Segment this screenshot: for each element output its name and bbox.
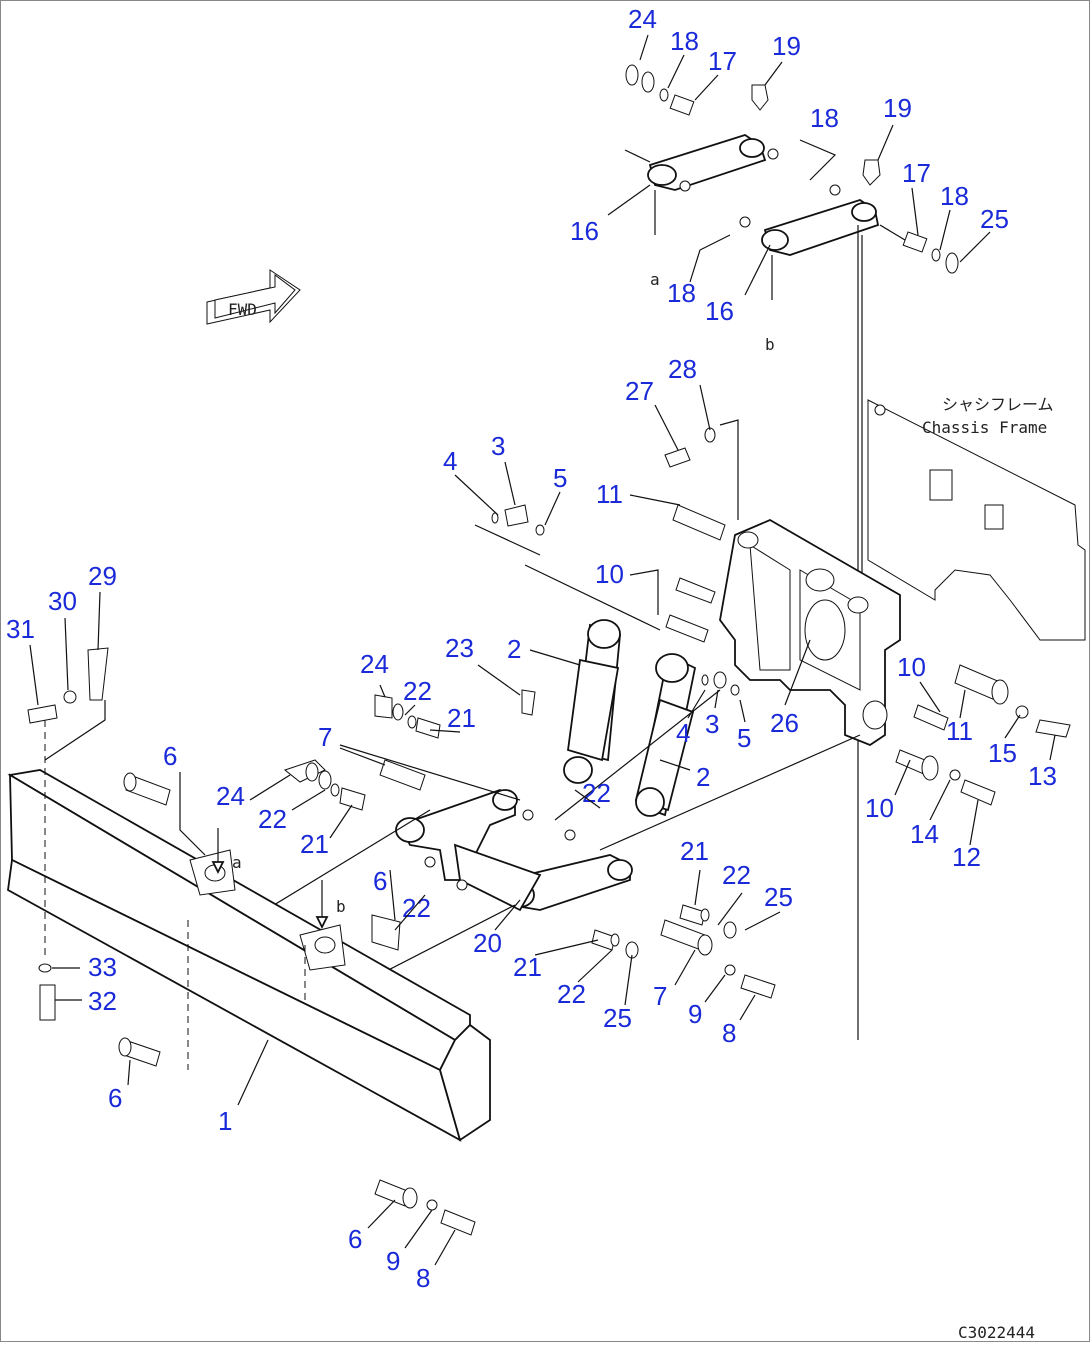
callout-22: 22: [722, 860, 751, 890]
callout-21: 21: [680, 836, 709, 866]
chassis-frame-jp-label: シャシフレーム: [942, 395, 1054, 414]
callout-25: 25: [603, 1003, 632, 1033]
callout-18: 18: [940, 181, 969, 211]
ref-a-bottom: a: [232, 853, 242, 872]
callout-6: 6: [108, 1083, 122, 1113]
callout-27: 27: [625, 376, 654, 406]
upper-link-assembly: [624, 134, 906, 300]
callout-numbers: 24 18 17 19 18 19 17 18 25 16 18 16 27 2…: [6, 4, 1057, 1293]
callout-leaders: [29, 34, 1056, 1266]
yoke-small-parts: [283, 689, 776, 999]
callout-8: 8: [416, 1263, 430, 1293]
callout-20: 20: [473, 928, 502, 958]
callout-2: 2: [696, 762, 710, 792]
callout-23: 23: [445, 633, 474, 663]
callout-18: 18: [670, 26, 699, 56]
callout-6: 6: [348, 1224, 362, 1254]
callout-19: 19: [883, 93, 912, 123]
callout-28: 28: [668, 354, 697, 384]
callout-24: 24: [360, 649, 389, 679]
blade-pins: [118, 772, 476, 1236]
callout-10: 10: [897, 652, 926, 682]
callout-6: 6: [373, 866, 387, 896]
callout-11: 11: [946, 716, 973, 746]
drawing-code: C3022444: [958, 1323, 1035, 1342]
callout-31: 31: [6, 614, 35, 644]
chassis-frame: シャシフレーム Chassis Frame: [867, 395, 1086, 641]
callout-4: 4: [443, 446, 457, 476]
callout-7: 7: [318, 722, 332, 752]
callout-9: 9: [688, 999, 702, 1029]
callout-10: 10: [595, 559, 624, 589]
callout-22: 22: [582, 778, 611, 808]
callout-30: 30: [48, 586, 77, 616]
callout-3: 3: [491, 431, 505, 461]
callout-25: 25: [764, 882, 793, 912]
callout-16: 16: [705, 296, 734, 326]
callout-12: 12: [952, 842, 981, 872]
lower-yoke: [395, 789, 633, 912]
chassis-frame-en-label: Chassis Frame: [922, 418, 1047, 437]
callout-1: 1: [218, 1106, 232, 1136]
ref-b-bottom: b: [336, 897, 346, 916]
mounting-bracket: [719, 518, 901, 747]
callout-15: 15: [988, 738, 1017, 768]
callout-6: 6: [163, 741, 177, 771]
callout-2: 2: [507, 634, 521, 664]
callout-11: 11: [596, 479, 623, 509]
callout-8: 8: [722, 1018, 736, 1048]
callout-21: 21: [447, 703, 476, 733]
callout-14: 14: [910, 819, 939, 849]
ref-b-top: b: [765, 335, 775, 354]
callout-32: 32: [88, 986, 117, 1016]
callout-5: 5: [737, 723, 751, 753]
callout-17: 17: [708, 46, 737, 76]
callout-22: 22: [258, 804, 287, 834]
callout-17: 17: [902, 158, 931, 188]
left-small-parts: [27, 647, 109, 1021]
ref-a-top: a: [650, 270, 660, 289]
callout-9: 9: [386, 1246, 400, 1276]
callout-33: 33: [88, 952, 117, 982]
callout-19: 19: [772, 31, 801, 61]
callout-7: 7: [653, 981, 667, 1011]
top-small-parts: [625, 64, 959, 274]
callout-26: 26: [770, 708, 799, 738]
callout-25: 25: [980, 204, 1009, 234]
callout-10: 10: [865, 793, 894, 823]
callout-3: 3: [705, 709, 719, 739]
callout-22: 22: [403, 676, 432, 706]
fwd-arrow: FWD: [206, 269, 301, 325]
callout-16: 16: [570, 216, 599, 246]
callout-21: 21: [300, 829, 329, 859]
callout-5: 5: [553, 463, 567, 493]
callout-22: 22: [557, 979, 586, 1009]
dozer-blade: [7, 769, 491, 1142]
callout-13: 13: [1028, 761, 1057, 791]
callout-18: 18: [667, 278, 696, 308]
callout-18: 18: [810, 103, 839, 133]
callout-29: 29: [88, 561, 117, 591]
fwd-label: FWD: [228, 300, 257, 319]
callout-22: 22: [402, 893, 431, 923]
callout-4: 4: [676, 718, 690, 748]
callout-24: 24: [628, 4, 657, 34]
hydraulic-cylinders: [563, 619, 697, 817]
bracket-pins: [491, 427, 1071, 806]
callout-21: 21: [513, 952, 542, 982]
callout-24: 24: [216, 781, 245, 811]
